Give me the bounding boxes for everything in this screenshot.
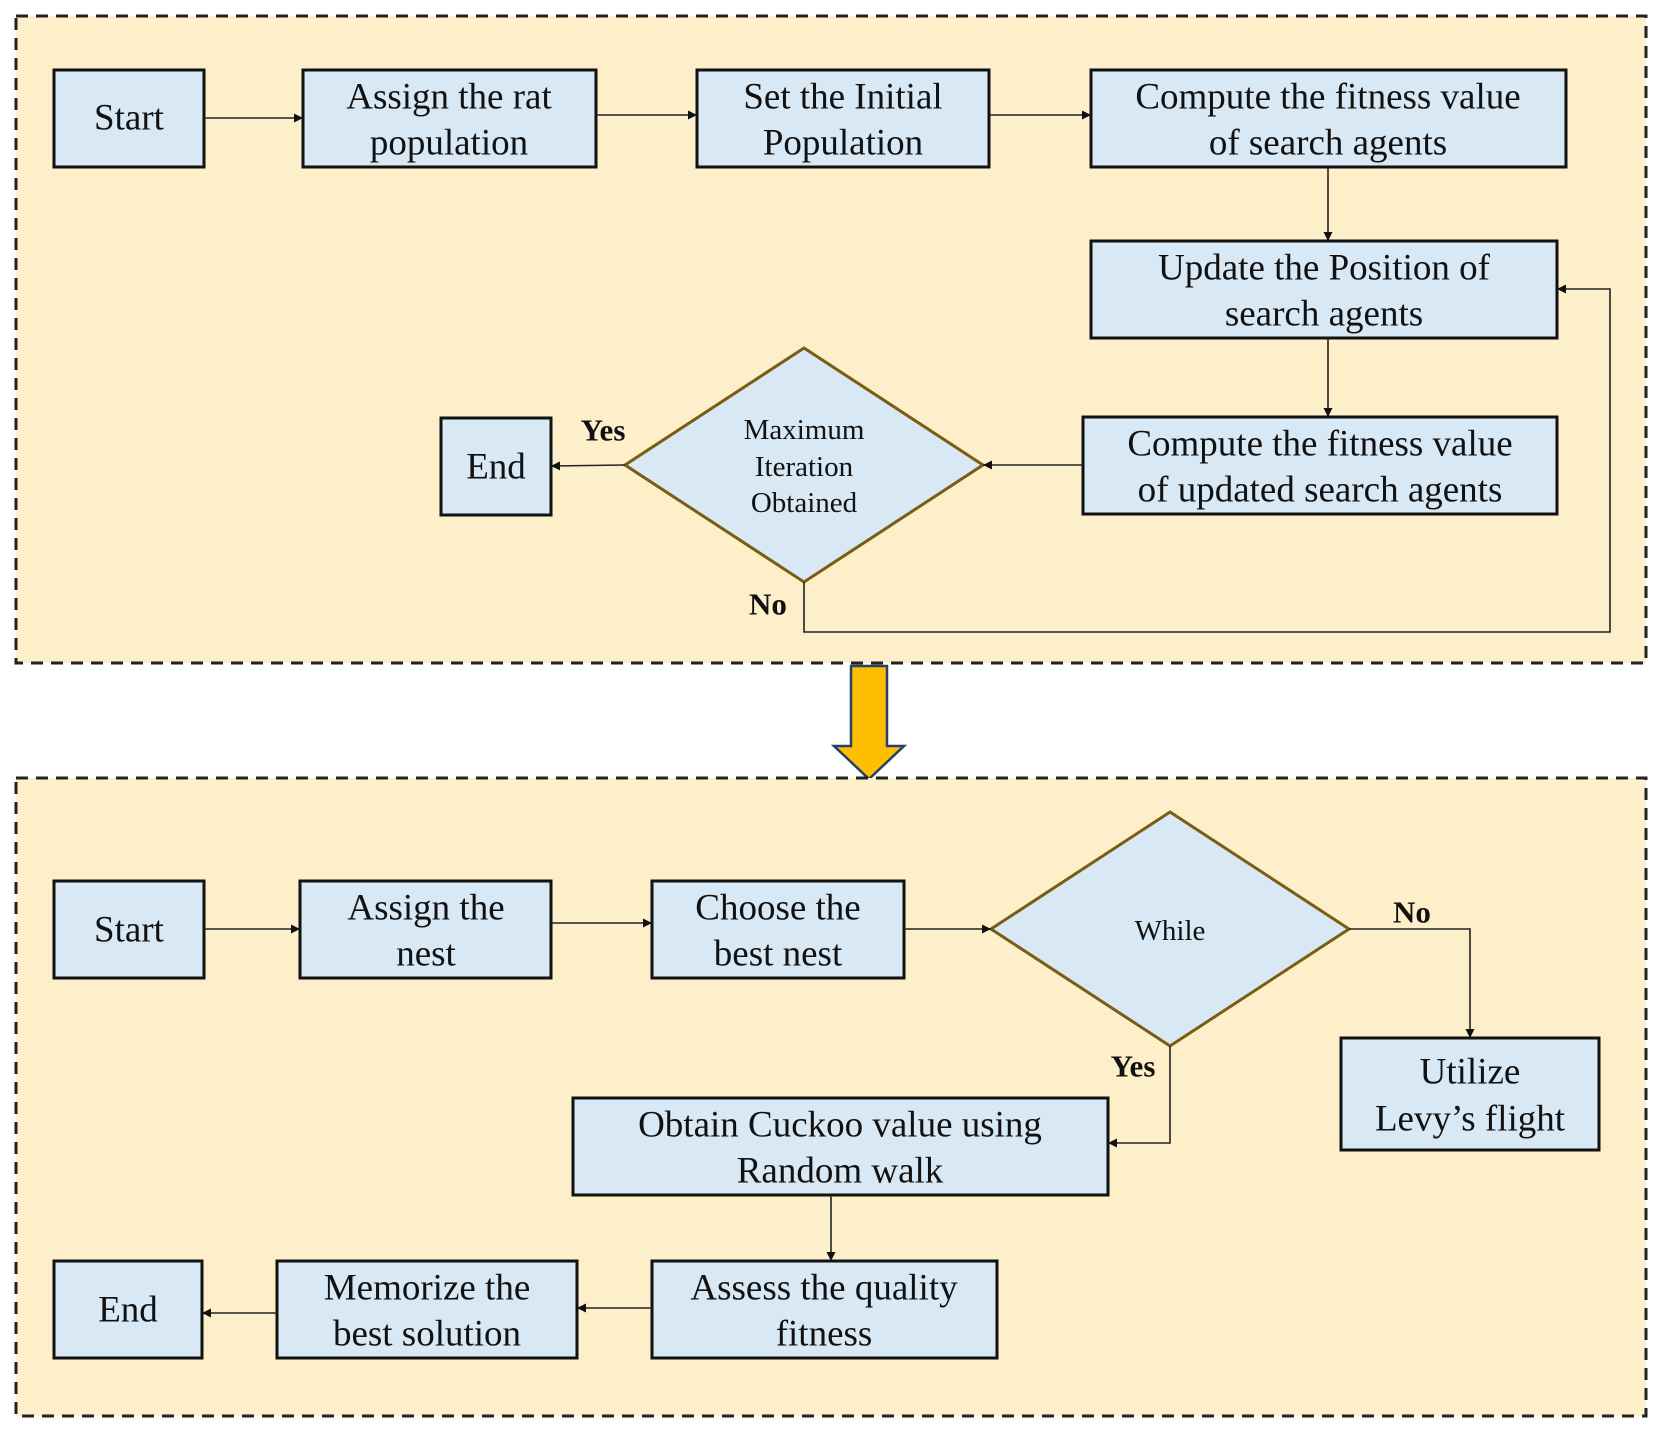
d1-compute-fitness-box: Compute the fitness value of search agen… [1089, 68, 1568, 169]
d1-start-label: Start [94, 98, 165, 139]
d2-while-label: While [1135, 915, 1206, 947]
d2-cuckoo-line1: Obtain Cuckoo value using [638, 1105, 1042, 1146]
d1-initial-pop-box: Set the Initial Population [695, 68, 991, 169]
d2-start-label: Start [94, 910, 165, 951]
d1-assign-rat-line1: Assign the rat [346, 77, 552, 118]
d1-decision-line2: Iteration [755, 451, 854, 483]
d2-assign-nest-box: Assign the nest [298, 879, 553, 980]
d2-assess-line2: fitness [776, 1314, 873, 1355]
d1-assign-rat-line2: population [370, 123, 528, 164]
d1-update-position-line2: search agents [1225, 294, 1423, 335]
d1-update-position-box: Update the Position of search agents [1089, 239, 1559, 340]
d2-choose-best-line2: best nest [714, 934, 843, 975]
d1-initial-pop-line1: Set the Initial [743, 77, 942, 118]
d2-memorize-line1: Memorize the [324, 1268, 531, 1309]
d1-compute-updated-line2: of updated search agents [1138, 470, 1503, 511]
d1-update-position-line1: Update the Position of [1158, 248, 1491, 289]
d2-assess-box: Assess the quality fitness [650, 1259, 999, 1360]
d2-choose-best-box: Choose the best nest [650, 879, 906, 980]
d1-max-iteration-diamond: Maximum Iteration Obtained [622, 346, 986, 584]
d2-no-label: No [1393, 895, 1431, 930]
d2-end-box: End [52, 1259, 204, 1360]
d2-arrow-while-yes-to-cuckoo [1108, 1046, 1171, 1148]
d2-end-label: End [98, 1290, 158, 1331]
d2-arrow-while-no-to-levy [1349, 928, 1475, 1038]
transition-down-arrow [830, 664, 908, 781]
d2-yes-label: Yes [1111, 1049, 1156, 1084]
d2-memorize-line2: best solution [333, 1314, 521, 1355]
d2-while-diamond: While [988, 810, 1352, 1048]
d1-decision-line3: Obtained [751, 487, 858, 519]
d2-memorize-box: Memorize the best solution [275, 1259, 579, 1360]
d2-cuckoo-box: Obtain Cuckoo value using Random walk [571, 1096, 1110, 1197]
d1-arrow-no-loop [803, 284, 1611, 633]
d1-compute-updated-box: Compute the fitness value of updated sea… [1081, 415, 1559, 516]
d2-levy-flight-box: Utilize Levy’s flight [1339, 1036, 1601, 1152]
d1-end-box: End [439, 416, 553, 517]
d1-initial-pop-line2: Population [763, 123, 923, 164]
d1-decision-line1: Maximum [744, 414, 865, 446]
d2-choose-best-line1: Choose the [695, 888, 860, 929]
d1-compute-updated-line1: Compute the fitness value [1127, 424, 1512, 465]
d2-assign-nest-line1: Assign the [347, 888, 504, 929]
d2-start-box: Start [52, 879, 206, 980]
d2-levy-line1: Utilize [1420, 1052, 1521, 1093]
d2-assign-nest-line2: nest [396, 934, 456, 975]
d1-arrow-decision-to-end [550, 461, 626, 471]
d1-compute-fitness-line1: Compute the fitness value [1135, 77, 1520, 118]
d1-yes-label: Yes [581, 413, 626, 448]
d2-assess-line1: Assess the quality [690, 1268, 958, 1309]
d1-assign-rat-box: Assign the rat population [301, 68, 598, 169]
d1-start-box: Start [52, 68, 206, 169]
d1-no-label: No [749, 587, 787, 622]
d2-levy-line2: Levy’s flight [1375, 1099, 1566, 1140]
d1-end-label: End [466, 447, 526, 488]
d2-cuckoo-line2: Random walk [737, 1151, 944, 1192]
d1-compute-fitness-line2: of search agents [1209, 123, 1447, 164]
